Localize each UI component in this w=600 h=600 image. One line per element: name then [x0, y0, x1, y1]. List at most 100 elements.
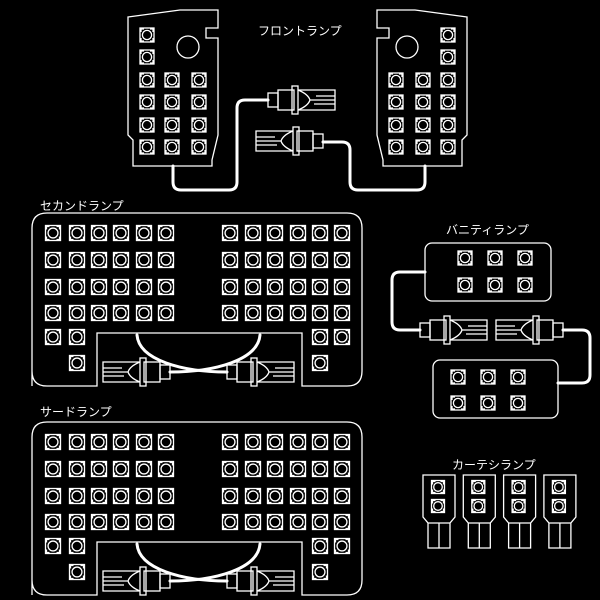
led-square	[311, 563, 329, 581]
led-square	[164, 139, 180, 155]
led-corner	[440, 489, 445, 494]
led-square	[244, 251, 262, 269]
led-corner	[91, 225, 96, 230]
led-square	[487, 250, 503, 266]
led-corner	[345, 525, 350, 530]
led-corner	[150, 95, 154, 99]
led-corner	[245, 514, 250, 519]
led-chip	[311, 328, 329, 346]
led-corner	[267, 305, 272, 310]
led-square	[139, 117, 155, 133]
courtesy-lamp-board	[502, 474, 537, 549]
led-chip	[135, 251, 153, 269]
courtesy-lamp-board	[422, 474, 456, 549]
led-corner	[488, 288, 492, 292]
led-circle	[166, 119, 178, 131]
led-corner	[136, 252, 141, 257]
led-corner	[56, 252, 61, 257]
led-circle	[292, 227, 304, 239]
led-circle	[442, 74, 454, 86]
led-corner	[334, 434, 339, 439]
led-circle	[459, 279, 471, 291]
led-corner	[150, 60, 154, 64]
led-circle	[138, 436, 150, 448]
led-corner	[56, 316, 61, 321]
led-square	[244, 224, 262, 242]
led-square	[90, 460, 108, 478]
led-corner	[301, 461, 306, 466]
mount-hole	[395, 35, 419, 59]
led-corner	[461, 370, 465, 374]
led-corner	[150, 50, 154, 54]
led-circle	[93, 307, 105, 319]
led-corner	[175, 73, 179, 77]
led-corner	[334, 499, 339, 504]
led-corner	[426, 150, 430, 154]
led-square	[112, 487, 130, 505]
led-corner	[80, 488, 85, 493]
led-corner	[136, 305, 141, 310]
led-corner	[451, 150, 455, 154]
led-corner	[45, 472, 50, 477]
led-corner	[278, 472, 283, 477]
led-chip	[164, 72, 180, 88]
led-corner	[140, 95, 144, 99]
led-chip	[311, 433, 329, 451]
led-corner	[312, 225, 317, 230]
led-circle	[224, 307, 236, 319]
led-corner	[301, 305, 306, 310]
led-chip	[289, 224, 307, 242]
led-square	[266, 304, 284, 322]
led-corner	[511, 380, 515, 384]
led-corner	[80, 236, 85, 241]
led-corner	[278, 236, 283, 241]
led-corner	[552, 489, 557, 494]
led-corner	[233, 434, 238, 439]
led-chip	[139, 117, 155, 133]
led-corner	[488, 251, 492, 255]
led-chip	[311, 304, 329, 322]
led-corner	[498, 251, 502, 255]
led-corner	[136, 499, 141, 504]
led-square	[266, 251, 284, 269]
led-circle	[553, 501, 564, 511]
led-corner	[80, 366, 85, 371]
led-corner	[222, 290, 227, 295]
led-corner	[451, 50, 455, 54]
led-corner	[399, 140, 403, 144]
led-corner	[233, 472, 238, 477]
led-corner	[256, 225, 261, 230]
led-circle	[193, 119, 205, 131]
led-corner	[69, 434, 74, 439]
led-circle	[160, 307, 172, 319]
led-chip	[135, 278, 153, 296]
led-corner	[102, 290, 107, 295]
led-corner	[56, 461, 61, 466]
led-corner	[416, 95, 420, 99]
led-corner	[458, 288, 462, 292]
led-corner	[345, 488, 350, 493]
led-corner	[278, 525, 283, 530]
led-corner	[458, 278, 462, 282]
led-circle	[292, 490, 304, 502]
led-corner	[399, 105, 403, 109]
led-corner	[102, 488, 107, 493]
led-circle	[336, 540, 348, 552]
led-corner	[175, 140, 179, 144]
led-corner	[334, 514, 339, 519]
led-square	[191, 72, 207, 88]
led-corner	[245, 461, 250, 466]
led-corner	[140, 60, 144, 64]
led-corner	[113, 461, 118, 466]
led-corner	[56, 514, 61, 519]
led-corner	[136, 514, 141, 519]
led-corner	[245, 316, 250, 321]
led-corner	[451, 396, 455, 400]
led-corner	[323, 366, 328, 371]
led-corner	[451, 73, 455, 77]
led-chip	[68, 354, 86, 372]
led-corner	[165, 105, 169, 109]
led-chip	[457, 250, 473, 266]
led-square	[311, 304, 329, 322]
led-corner	[124, 316, 129, 321]
